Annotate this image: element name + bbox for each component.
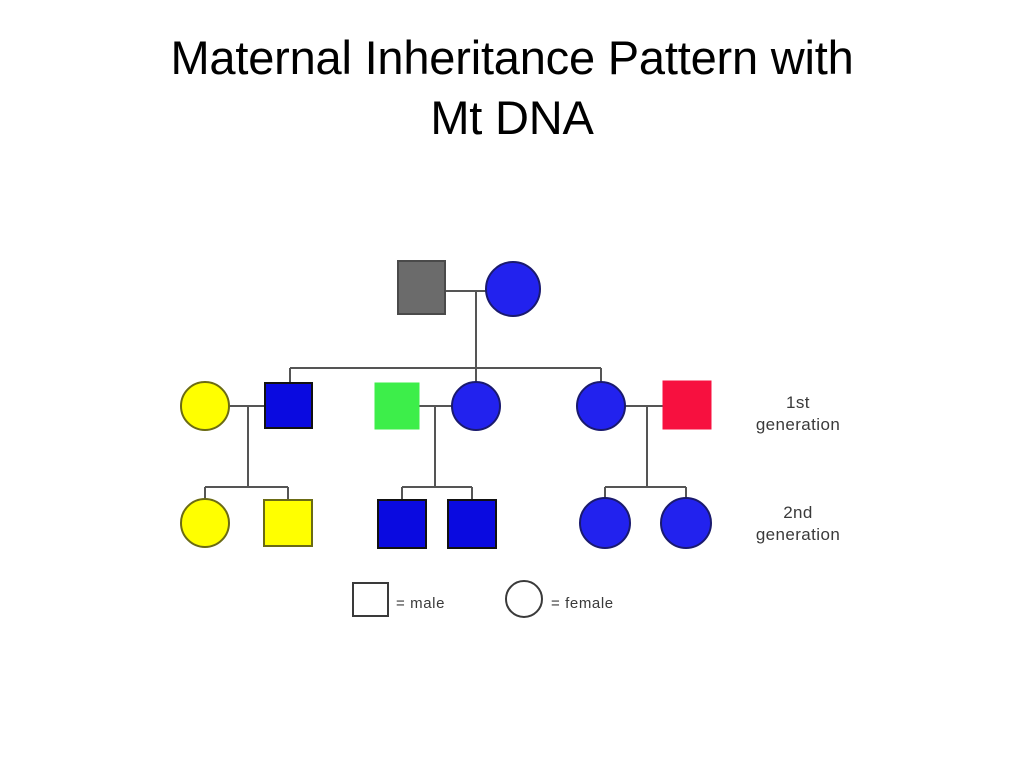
g2-female-blue-circle-left bbox=[579, 497, 631, 549]
first-generation-group bbox=[180, 380, 712, 431]
founder-generation-group bbox=[397, 260, 541, 317]
g1-female-blue-circle-right bbox=[576, 381, 626, 431]
generation-label-second-line-2: generation bbox=[755, 525, 841, 545]
g2-male-blue-square-right bbox=[447, 499, 497, 549]
generation-label-second-line-1: 2nd bbox=[783, 503, 813, 522]
g2-female-blue-circle-right bbox=[660, 497, 712, 549]
second-generation-group bbox=[180, 497, 712, 549]
legend-group bbox=[352, 580, 543, 618]
page-title-line-1: Maternal Inheritance Pattern with bbox=[170, 31, 854, 84]
g1-male-blue-square bbox=[264, 382, 313, 429]
legend-female-circle-icon bbox=[505, 580, 543, 618]
founder-male-gray-square bbox=[397, 260, 446, 315]
generation-label-first-line-1: 1st bbox=[786, 393, 810, 412]
generation-label-first-line-2: generation bbox=[755, 415, 841, 435]
g1-female-yellow-circle bbox=[180, 381, 230, 431]
g1-male-green-square bbox=[374, 382, 420, 430]
generation-label-second: 2nd generation bbox=[718, 502, 878, 547]
page-title-line-2: Mt DNA bbox=[430, 91, 594, 145]
legend-male-square-icon bbox=[352, 582, 389, 617]
g1-female-blue-circle-center bbox=[451, 381, 501, 431]
g2-male-blue-square-left bbox=[377, 499, 427, 549]
g2-male-yellow-square bbox=[263, 499, 313, 547]
page-title: Maternal Inheritance Pattern with Mt DNA bbox=[62, 28, 962, 148]
g2-female-yellow-circle bbox=[180, 498, 230, 548]
g1-male-red-square bbox=[662, 380, 712, 430]
connector-lines bbox=[204, 290, 687, 500]
legend-male-label: = male bbox=[396, 595, 446, 612]
founder-female-blue-circle bbox=[485, 261, 541, 317]
legend-female-label: = female bbox=[551, 595, 614, 612]
generation-label-first: 1st generation bbox=[718, 392, 878, 437]
